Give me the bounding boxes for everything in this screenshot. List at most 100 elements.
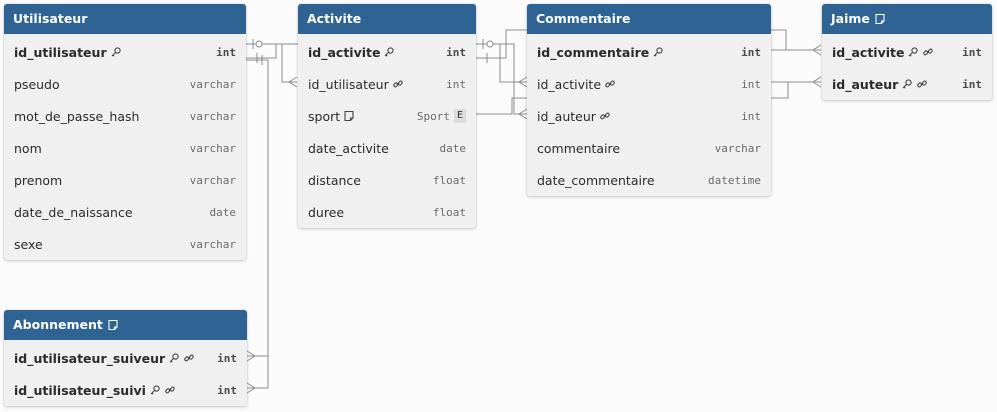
link-icon: [599, 110, 611, 122]
field-type: date: [439, 141, 467, 155]
link-icon: [164, 384, 176, 396]
link-icon: [183, 352, 195, 364]
field-type: int: [217, 351, 237, 365]
field-name: id_activite: [308, 44, 381, 60]
table-jaime[interactable]: Jaime id_activite int id_auteur int: [822, 4, 992, 100]
table-activite[interactable]: Activite id_activite int id_utilisateur …: [298, 4, 476, 228]
field-type: int: [962, 77, 982, 91]
link-icon: [916, 78, 928, 90]
field-type: int: [962, 45, 982, 59]
field-name: id_auteur: [537, 108, 596, 124]
key-icon: [110, 46, 122, 58]
field-type: int: [216, 45, 236, 59]
field-row-id-utilisateur-suivi[interactable]: id_utilisateur_suivi int: [4, 374, 247, 406]
field-name: id_utilisateur_suiveur: [14, 350, 166, 366]
field-type: varchar: [714, 141, 761, 155]
field-type: varchar: [189, 77, 236, 91]
field-type: int: [446, 77, 466, 91]
field-row-id-auteur[interactable]: id_auteur int: [822, 68, 992, 100]
field-row-mot-de-passe-hash[interactable]: mot_de_passe_hash varchar: [4, 100, 246, 132]
field-type: int: [741, 45, 761, 59]
link-icon: [392, 78, 404, 90]
field-row-id-activite[interactable]: id_activite int: [527, 68, 771, 100]
note-icon[interactable]: [874, 13, 886, 25]
field-name: id_utilisateur: [14, 44, 107, 60]
table-utilisateur[interactable]: Utilisateur id_utilisateur int pseudo va…: [4, 4, 246, 260]
table-title: Activite: [307, 11, 362, 26]
field-row-pseudo[interactable]: pseudo varchar: [4, 68, 246, 100]
field-row-distance[interactable]: distance float: [298, 164, 476, 196]
table-title: Abonnement: [13, 317, 103, 332]
field-name: id_commentaire: [537, 44, 650, 60]
field-type: int: [446, 45, 466, 59]
field-row-date-de-naissance[interactable]: date_de_naissance date: [4, 196, 246, 228]
field-row-id-utilisateur[interactable]: id_utilisateur int: [4, 36, 246, 68]
field-name: mot_de_passe_hash: [14, 108, 140, 124]
field-row-commentaire[interactable]: commentaire varchar: [527, 132, 771, 164]
field-row-prenom[interactable]: prenom varchar: [4, 164, 246, 196]
table-title: Utilisateur: [13, 11, 88, 26]
enum-badge: E: [453, 109, 466, 123]
table-header[interactable]: Jaime: [822, 4, 992, 34]
field-row-sport[interactable]: sport Sport E: [298, 100, 476, 132]
field-name: date_activite: [308, 140, 389, 156]
field-row-id-activite[interactable]: id_activite int: [822, 36, 992, 68]
key-icon: [168, 352, 180, 364]
table-title: Jaime: [831, 11, 870, 26]
field-name: sport: [308, 108, 341, 124]
field-name: id_activite: [832, 44, 905, 60]
table-commentaire[interactable]: Commentaire id_commentaire int id_activi…: [527, 4, 771, 196]
field-name: prenom: [14, 172, 63, 188]
table-header[interactable]: Commentaire: [527, 4, 771, 34]
key-icon: [907, 46, 919, 58]
field-row-sexe[interactable]: sexe varchar: [4, 228, 246, 260]
field-name: date_de_naissance: [14, 204, 133, 220]
field-name: sexe: [14, 236, 43, 252]
field-row-date-activite[interactable]: date_activite date: [298, 132, 476, 164]
field-type: float: [432, 173, 466, 187]
table-title: Commentaire: [536, 11, 631, 26]
table-abonnement[interactable]: Abonnement id_utilisateur_suiveur int id…: [4, 310, 247, 406]
relation-utilisateur-abonnement: [246, 55, 269, 394]
table-header[interactable]: Abonnement: [4, 310, 247, 340]
relation-utilisateur-activite: [246, 39, 298, 88]
note-icon: [343, 110, 355, 122]
field-type: float: [432, 205, 466, 219]
field-row-id-auteur[interactable]: id_auteur int: [527, 100, 771, 132]
key-icon: [149, 384, 161, 396]
field-row-id-utilisateur[interactable]: id_utilisateur int: [298, 68, 476, 100]
field-type: datetime: [708, 173, 761, 187]
relation-commentaire-jaime: [771, 49, 821, 83]
table-header[interactable]: Utilisateur: [4, 4, 246, 34]
field-name: duree: [308, 204, 345, 220]
field-type: varchar: [189, 237, 236, 251]
key-icon: [901, 78, 913, 90]
relation-activite-commentaire: [476, 39, 528, 88]
field-name: nom: [14, 140, 42, 156]
field-row-id-commentaire[interactable]: id_commentaire int: [527, 36, 771, 68]
note-icon[interactable]: [107, 319, 119, 331]
field-row-date-commentaire[interactable]: date_commentaire datetime: [527, 164, 771, 196]
field-name: commentaire: [537, 140, 621, 156]
field-type: int: [741, 109, 761, 123]
field-type: varchar: [189, 141, 236, 155]
field-row-duree[interactable]: duree float: [298, 196, 476, 228]
field-row-nom[interactable]: nom varchar: [4, 132, 246, 164]
field-name: distance: [308, 172, 361, 188]
field-type: int: [217, 383, 237, 397]
key-icon: [652, 46, 664, 58]
field-name: id_activite: [537, 76, 602, 92]
link-icon: [604, 78, 616, 90]
field-name: pseudo: [14, 76, 60, 92]
field-row-id-activite[interactable]: id_activite int: [298, 36, 476, 68]
field-type: Sport: [416, 109, 450, 123]
link-icon: [922, 46, 934, 58]
field-name: date_commentaire: [537, 172, 655, 188]
field-name: id_utilisateur_suivi: [14, 382, 146, 398]
table-header[interactable]: Activite: [298, 4, 476, 34]
field-row-id-utilisateur-suiveur[interactable]: id_utilisateur_suiveur int: [4, 342, 247, 374]
field-name: id_utilisateur: [308, 76, 389, 92]
field-type: int: [741, 77, 761, 91]
field-type: date: [209, 205, 237, 219]
